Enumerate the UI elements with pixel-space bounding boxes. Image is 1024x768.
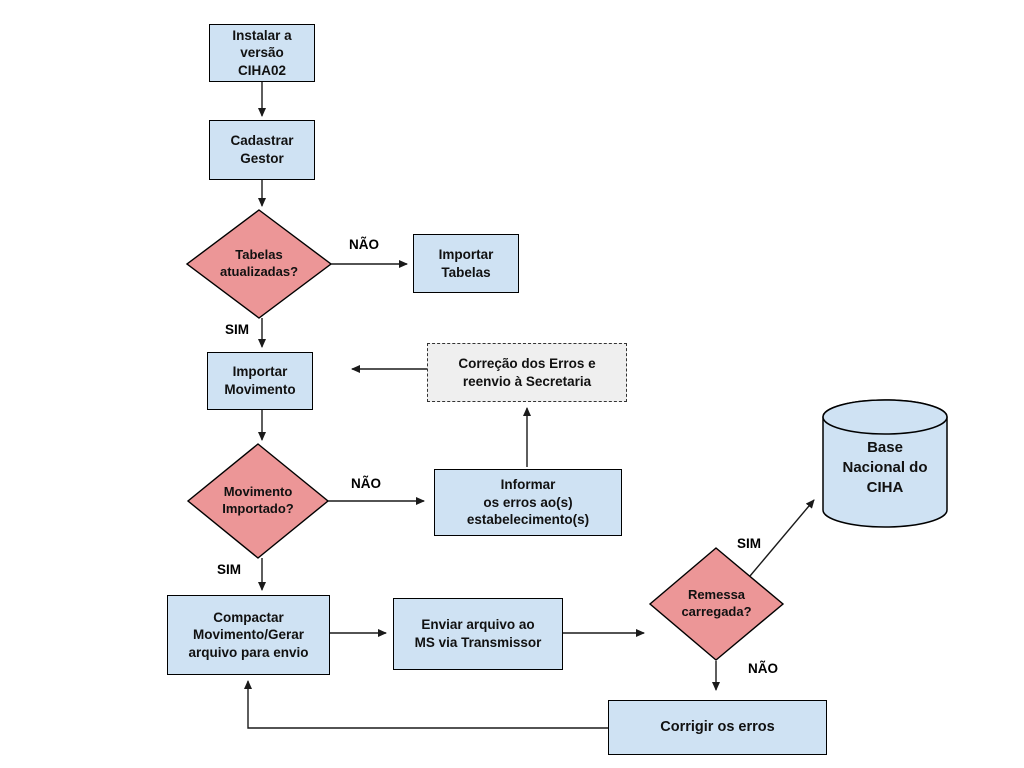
edge-label-remessa-nao: NÃO <box>748 661 778 676</box>
database-base-nacional: Base Nacional do CIHA <box>823 420 947 516</box>
node-importar-movimento-label: Importar Movimento <box>224 364 296 397</box>
decision-movimento-shape <box>186 443 330 559</box>
database-cylinder-top <box>822 399 948 435</box>
node-enviar-arquivo-label: Enviar arquivo ao MS via Transmissor <box>414 617 542 650</box>
node-cadastrar-gestor-label: Cadastrar Gestor <box>230 133 294 166</box>
decision-tabelas: Tabelas atualizadas? <box>187 210 331 318</box>
database-base-nacional-label: Base Nacional do CIHA <box>842 438 928 497</box>
edge-label-movimento-sim: SIM <box>216 562 241 577</box>
node-cadastrar-gestor: Cadastrar Gestor <box>209 120 315 180</box>
edge-label-movimento-nao: NÃO <box>351 476 381 491</box>
node-correcao-erros-label: Correção dos Erros e reenvio à Secretari… <box>458 355 596 389</box>
decision-movimento-label: Movimento Importado? <box>222 484 294 516</box>
node-corrigir-erros: Corrigir os erros <box>608 700 827 755</box>
decision-tabelas-shape <box>185 209 333 319</box>
decision-remessa-label: Remessa carregada? <box>681 587 752 619</box>
node-importar-tabelas: Importar Tabelas <box>413 234 519 293</box>
edge-label-remessa-sim: SIM <box>736 536 761 551</box>
decision-tabelas-label: Tabelas atualizadas? <box>219 247 299 279</box>
decision-remessa: Remessa carregada? <box>650 548 783 660</box>
node-corrigir-erros-label: Corrigir os erros <box>660 719 775 736</box>
edge-label-tabelas-sim: SIM <box>224 322 249 337</box>
node-compactar-movimento: Compactar Movimento/Gerar arquivo para e… <box>167 595 330 675</box>
node-instalar-versao: Instalar a versão CIHA02 <box>209 24 315 82</box>
decision-remessa-shape <box>648 547 785 661</box>
edge-label-tabelas-nao: NÃO <box>349 237 379 252</box>
node-compactar-movimento-label: Compactar Movimento/Gerar arquivo para e… <box>188 609 309 660</box>
node-enviar-arquivo: Enviar arquivo ao MS via Transmissor <box>393 598 563 670</box>
node-informar-erros: Informar os erros ao(s) estabelecimento(… <box>434 469 622 536</box>
node-informar-erros-label: Informar os erros ao(s) estabelecimento(… <box>466 477 590 528</box>
node-importar-tabelas-label: Importar Tabelas <box>438 246 494 280</box>
node-importar-movimento: Importar Movimento <box>207 352 313 410</box>
node-instalar-versao-label: Instalar a versão CIHA02 <box>232 27 292 78</box>
node-correcao-erros: Correção dos Erros e reenvio à Secretari… <box>427 343 627 402</box>
decision-movimento: Movimento Importado? <box>188 444 328 558</box>
arrow-corrigir-to-compactar <box>244 680 608 729</box>
arrow-remessa-sim-to-base <box>749 499 815 577</box>
